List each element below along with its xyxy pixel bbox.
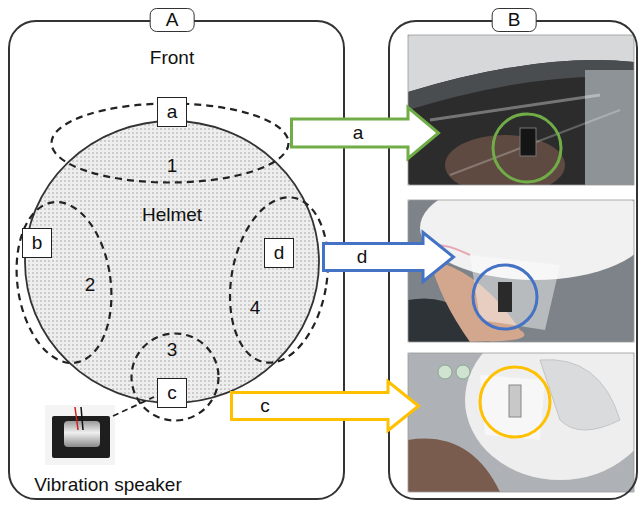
region-outline	[16, 200, 112, 365]
photo-frame	[408, 200, 634, 342]
photo-frame	[408, 353, 634, 492]
caption-label: Front	[150, 47, 194, 69]
face	[445, 135, 565, 185]
highlight-circle	[480, 367, 550, 437]
dashed-ellipse	[132, 334, 219, 421]
sticker	[438, 365, 452, 379]
region-number: 4	[250, 297, 261, 319]
speaker-photo	[45, 405, 115, 465]
highlight-circle	[493, 114, 561, 182]
region-outline: 3c	[130, 332, 220, 422]
chin-guard	[540, 360, 620, 430]
speaker-body	[52, 416, 110, 458]
position-letter: c	[260, 395, 270, 417]
position-letter: c	[167, 382, 177, 404]
speaker-in-photo	[520, 128, 536, 156]
block-arrow	[230, 380, 420, 432]
position-letter: a	[353, 122, 364, 144]
region-outline	[230, 195, 328, 365]
region-number: 3	[167, 339, 178, 361]
arrow-outline	[232, 382, 419, 431]
block-arrow: c	[230, 380, 420, 432]
region-outline: 1a	[50, 102, 290, 184]
position-letter: b	[32, 232, 43, 254]
position-box: b	[22, 228, 52, 258]
panel-tab: A	[150, 8, 195, 32]
position-letter: d	[274, 242, 285, 264]
photo-frame	[408, 35, 634, 185]
speaker-in-photo	[498, 282, 512, 312]
block-arrow	[290, 106, 440, 160]
plastic-sheet	[585, 70, 634, 185]
helmet-ellipse	[25, 121, 319, 403]
block-arrow: a	[290, 106, 440, 160]
sticker	[456, 365, 470, 379]
photo-visor	[408, 35, 634, 185]
wire	[75, 407, 78, 430]
dashed-ellipse	[7, 196, 122, 369]
region-number: 2	[85, 274, 96, 296]
block-arrow	[322, 231, 455, 283]
region-outline: 2b	[16, 200, 112, 365]
panel: AHelmet1a2b3c4d	[8, 20, 345, 500]
photo-ground	[45, 405, 115, 465]
speaker-in-photo	[509, 385, 521, 417]
leader-line	[113, 397, 154, 416]
photo-chin	[408, 353, 634, 492]
block-arrow: d	[322, 231, 455, 283]
dashed-ellipse	[218, 190, 341, 371]
plastic-bag	[470, 255, 560, 330]
caption-label: Vibration speaker	[34, 474, 182, 496]
panel-tab: B	[492, 8, 537, 32]
part-label: Helmet	[142, 204, 202, 226]
arrow-outline	[292, 108, 439, 159]
photo-jaw	[408, 200, 634, 342]
highlight-circle	[473, 265, 537, 329]
position-letter: a	[167, 101, 178, 123]
neck	[408, 439, 500, 492]
arrow-outline	[324, 233, 454, 282]
position-box: d	[264, 238, 294, 268]
position-box: c	[157, 378, 187, 408]
region-outline: 4d	[230, 195, 328, 365]
wire	[81, 407, 83, 430]
helmet-shell	[465, 353, 634, 480]
region-number: 1	[167, 155, 178, 177]
position-letter: d	[357, 246, 368, 268]
position-box: a	[157, 97, 187, 127]
plastic-sheen	[450, 110, 620, 175]
